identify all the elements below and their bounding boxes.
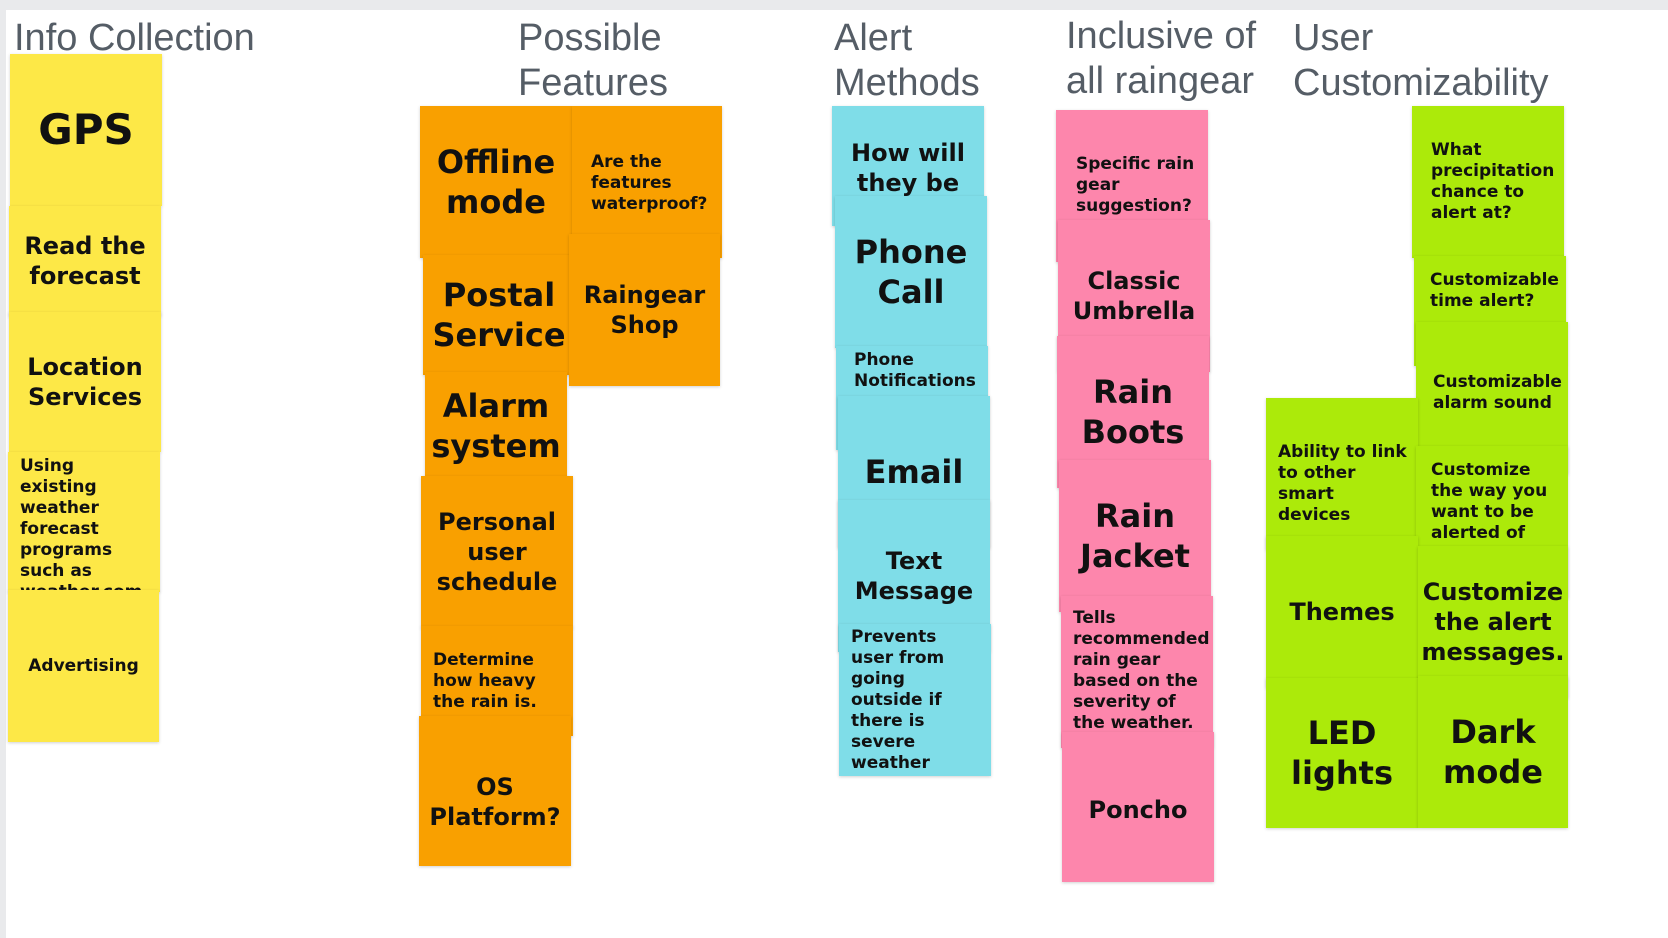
sticky-note-prevents-user-going-outside[interactable]: Prevents user from going outside if ther… bbox=[839, 624, 991, 776]
note-text: Rain Boots bbox=[1081, 373, 1185, 451]
sticky-note-poncho[interactable]: Poncho bbox=[1062, 732, 1214, 882]
column-heading-possible-features[interactable]: Possible Features bbox=[518, 17, 668, 104]
sticky-note-personal-user-schedule[interactable]: Personal user schedule bbox=[421, 476, 573, 628]
note-text: Personal user schedule bbox=[436, 508, 558, 596]
sticky-note-os-platform[interactable]: OS Platform? bbox=[419, 716, 571, 866]
note-text: Are the features waterproof? bbox=[591, 152, 708, 214]
note-text: Prevents user from going outside if ther… bbox=[851, 626, 945, 773]
sticky-note-link-smart-devices[interactable]: Ability to link to other smart devices bbox=[1266, 398, 1418, 550]
note-text: Customize the alert messages. bbox=[1421, 578, 1565, 666]
sticky-note-recommended-rain-gear[interactable]: Tells recommended rain gear based on the… bbox=[1061, 596, 1213, 748]
note-text: Postal Service bbox=[432, 276, 566, 354]
sticky-note-led-lights[interactable]: LED lights bbox=[1266, 678, 1418, 828]
sticky-note-postal-service[interactable]: Postal Service bbox=[423, 255, 575, 375]
note-text: GPS bbox=[38, 105, 134, 154]
note-text: LED lights bbox=[1291, 714, 1393, 792]
sticky-note-customize-alert-messages[interactable]: Customize the alert messages. bbox=[1418, 546, 1568, 698]
sticky-note-existing-forecast-programs[interactable]: Using existing weather forecast programs… bbox=[8, 452, 160, 602]
note-text: Classic Umbrella bbox=[1072, 267, 1196, 325]
sticky-note-read-forecast[interactable]: Read the forecast bbox=[9, 206, 161, 316]
note-text: What precipitation chance to alert at? bbox=[1431, 140, 1555, 223]
note-text: Ability to link to other smart devices bbox=[1278, 442, 1407, 525]
note-text: Poncho bbox=[1088, 796, 1188, 824]
sticky-note-themes[interactable]: Themes bbox=[1266, 536, 1418, 688]
note-text: Advertising bbox=[28, 655, 139, 676]
note-text: Customizable alarm sound bbox=[1433, 372, 1562, 413]
note-text: Read the forecast bbox=[24, 232, 146, 290]
sticky-note-features-waterproof[interactable]: Are the features waterproof? bbox=[572, 106, 722, 258]
note-text: Themes bbox=[1289, 598, 1395, 626]
sticky-note-advertising[interactable]: Advertising bbox=[8, 590, 159, 742]
note-text: Location Services bbox=[27, 353, 143, 411]
note-text: OS Platform? bbox=[429, 773, 561, 831]
sticky-note-dark-mode[interactable]: Dark mode bbox=[1418, 676, 1568, 828]
sticky-note-rain-jacket[interactable]: Rain Jacket bbox=[1059, 460, 1211, 612]
note-text: Tells recommended rain gear based on the… bbox=[1073, 608, 1210, 733]
note-text: Phone Notifications bbox=[854, 350, 976, 391]
sticky-note-alarm-system[interactable]: Alarm system bbox=[425, 372, 567, 480]
sticky-note-phone-call[interactable]: Phone Call bbox=[835, 196, 987, 348]
note-text: Phone Call bbox=[854, 233, 968, 311]
note-text: Rain Jacket bbox=[1080, 497, 1190, 575]
sticky-note-gps[interactable]: GPS bbox=[10, 54, 162, 206]
note-text: Specific rain gear suggestion? bbox=[1076, 154, 1195, 216]
column-heading-alert-methods[interactable]: Alert Methods bbox=[834, 17, 980, 104]
note-text: How will they be bbox=[851, 139, 965, 197]
note-text: Email bbox=[864, 453, 964, 491]
column-heading-info-collection[interactable]: Info Collection bbox=[14, 17, 255, 59]
column-heading-user-customizability[interactable]: User Customizability bbox=[1293, 17, 1549, 104]
note-text: Offline mode bbox=[436, 143, 556, 221]
note-text: Text Message bbox=[854, 547, 974, 605]
note-text: Determine how heavy the rain is. bbox=[433, 649, 537, 712]
note-text: Customize the way you want to be alerted… bbox=[1431, 460, 1548, 564]
note-text: Dark mode bbox=[1443, 713, 1543, 791]
sticky-note-raingear-shop[interactable]: Raingear Shop bbox=[569, 234, 720, 386]
note-text: Using existing weather forecast programs… bbox=[20, 456, 142, 602]
sticky-note-precipitation-chance[interactable]: What precipitation chance to alert at? bbox=[1412, 106, 1564, 258]
note-text: Alarm system bbox=[431, 387, 561, 465]
note-text: Raingear Shop bbox=[583, 281, 706, 339]
sticky-note-location-services[interactable]: Location Services bbox=[9, 312, 161, 452]
note-text: Customizable time alert? bbox=[1430, 270, 1559, 311]
column-heading-inclusive-raingear[interactable]: Inclusive of all raingear bbox=[1066, 15, 1257, 102]
sticky-note-offline-mode[interactable]: Offline mode bbox=[420, 106, 572, 258]
